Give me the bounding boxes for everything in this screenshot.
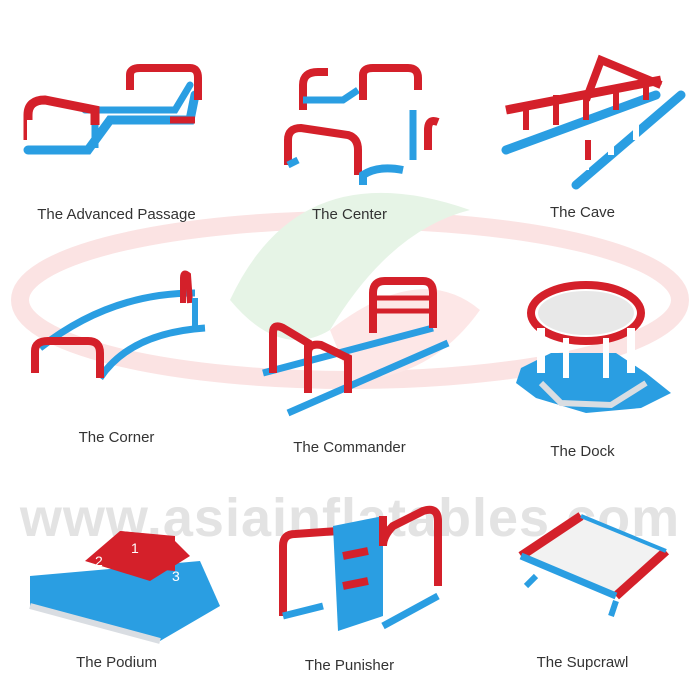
- product-caption: The Corner: [78, 429, 155, 446]
- podium-step-3: 3: [172, 568, 180, 584]
- product-caption: The Punisher: [304, 657, 395, 674]
- punisher-icon: [279, 505, 442, 631]
- product-card[interactable]: The Dock: [466, 233, 699, 466]
- product-card[interactable]: The Advanced Passage: [0, 0, 233, 233]
- dock-icon: [516, 281, 671, 413]
- product-caption: The Advanced Passage: [37, 206, 196, 223]
- supcrawl-icon: [518, 512, 670, 617]
- podium-icon: 1 2 3: [29, 531, 220, 644]
- product-card[interactable]: The Supcrawl: [466, 466, 699, 699]
- product-caption: The Commander: [293, 439, 406, 456]
- product-card[interactable]: The Commander: [233, 233, 466, 466]
- podium-step-1: 1: [131, 540, 139, 556]
- corner-icon: [31, 270, 206, 380]
- product-card[interactable]: The Corner: [0, 233, 233, 466]
- center-icon: [284, 64, 440, 185]
- product-caption: The Supcrawl: [536, 654, 629, 671]
- product-caption: The Center: [311, 206, 388, 223]
- cave-icon: [501, 54, 686, 190]
- product-caption: The Dock: [550, 443, 615, 460]
- product-card[interactable]: The Center: [233, 0, 466, 233]
- advanced-passage-icon: [23, 64, 202, 155]
- product-card[interactable]: 1 2 3 The Podium: [0, 466, 233, 699]
- product-card[interactable]: The Cave: [466, 0, 699, 233]
- commander-icon: [262, 277, 450, 417]
- podium-step-2: 2: [95, 553, 103, 569]
- product-card[interactable]: The Punisher: [233, 466, 466, 699]
- product-caption: The Cave: [549, 204, 616, 221]
- product-caption: The Podium: [76, 654, 157, 671]
